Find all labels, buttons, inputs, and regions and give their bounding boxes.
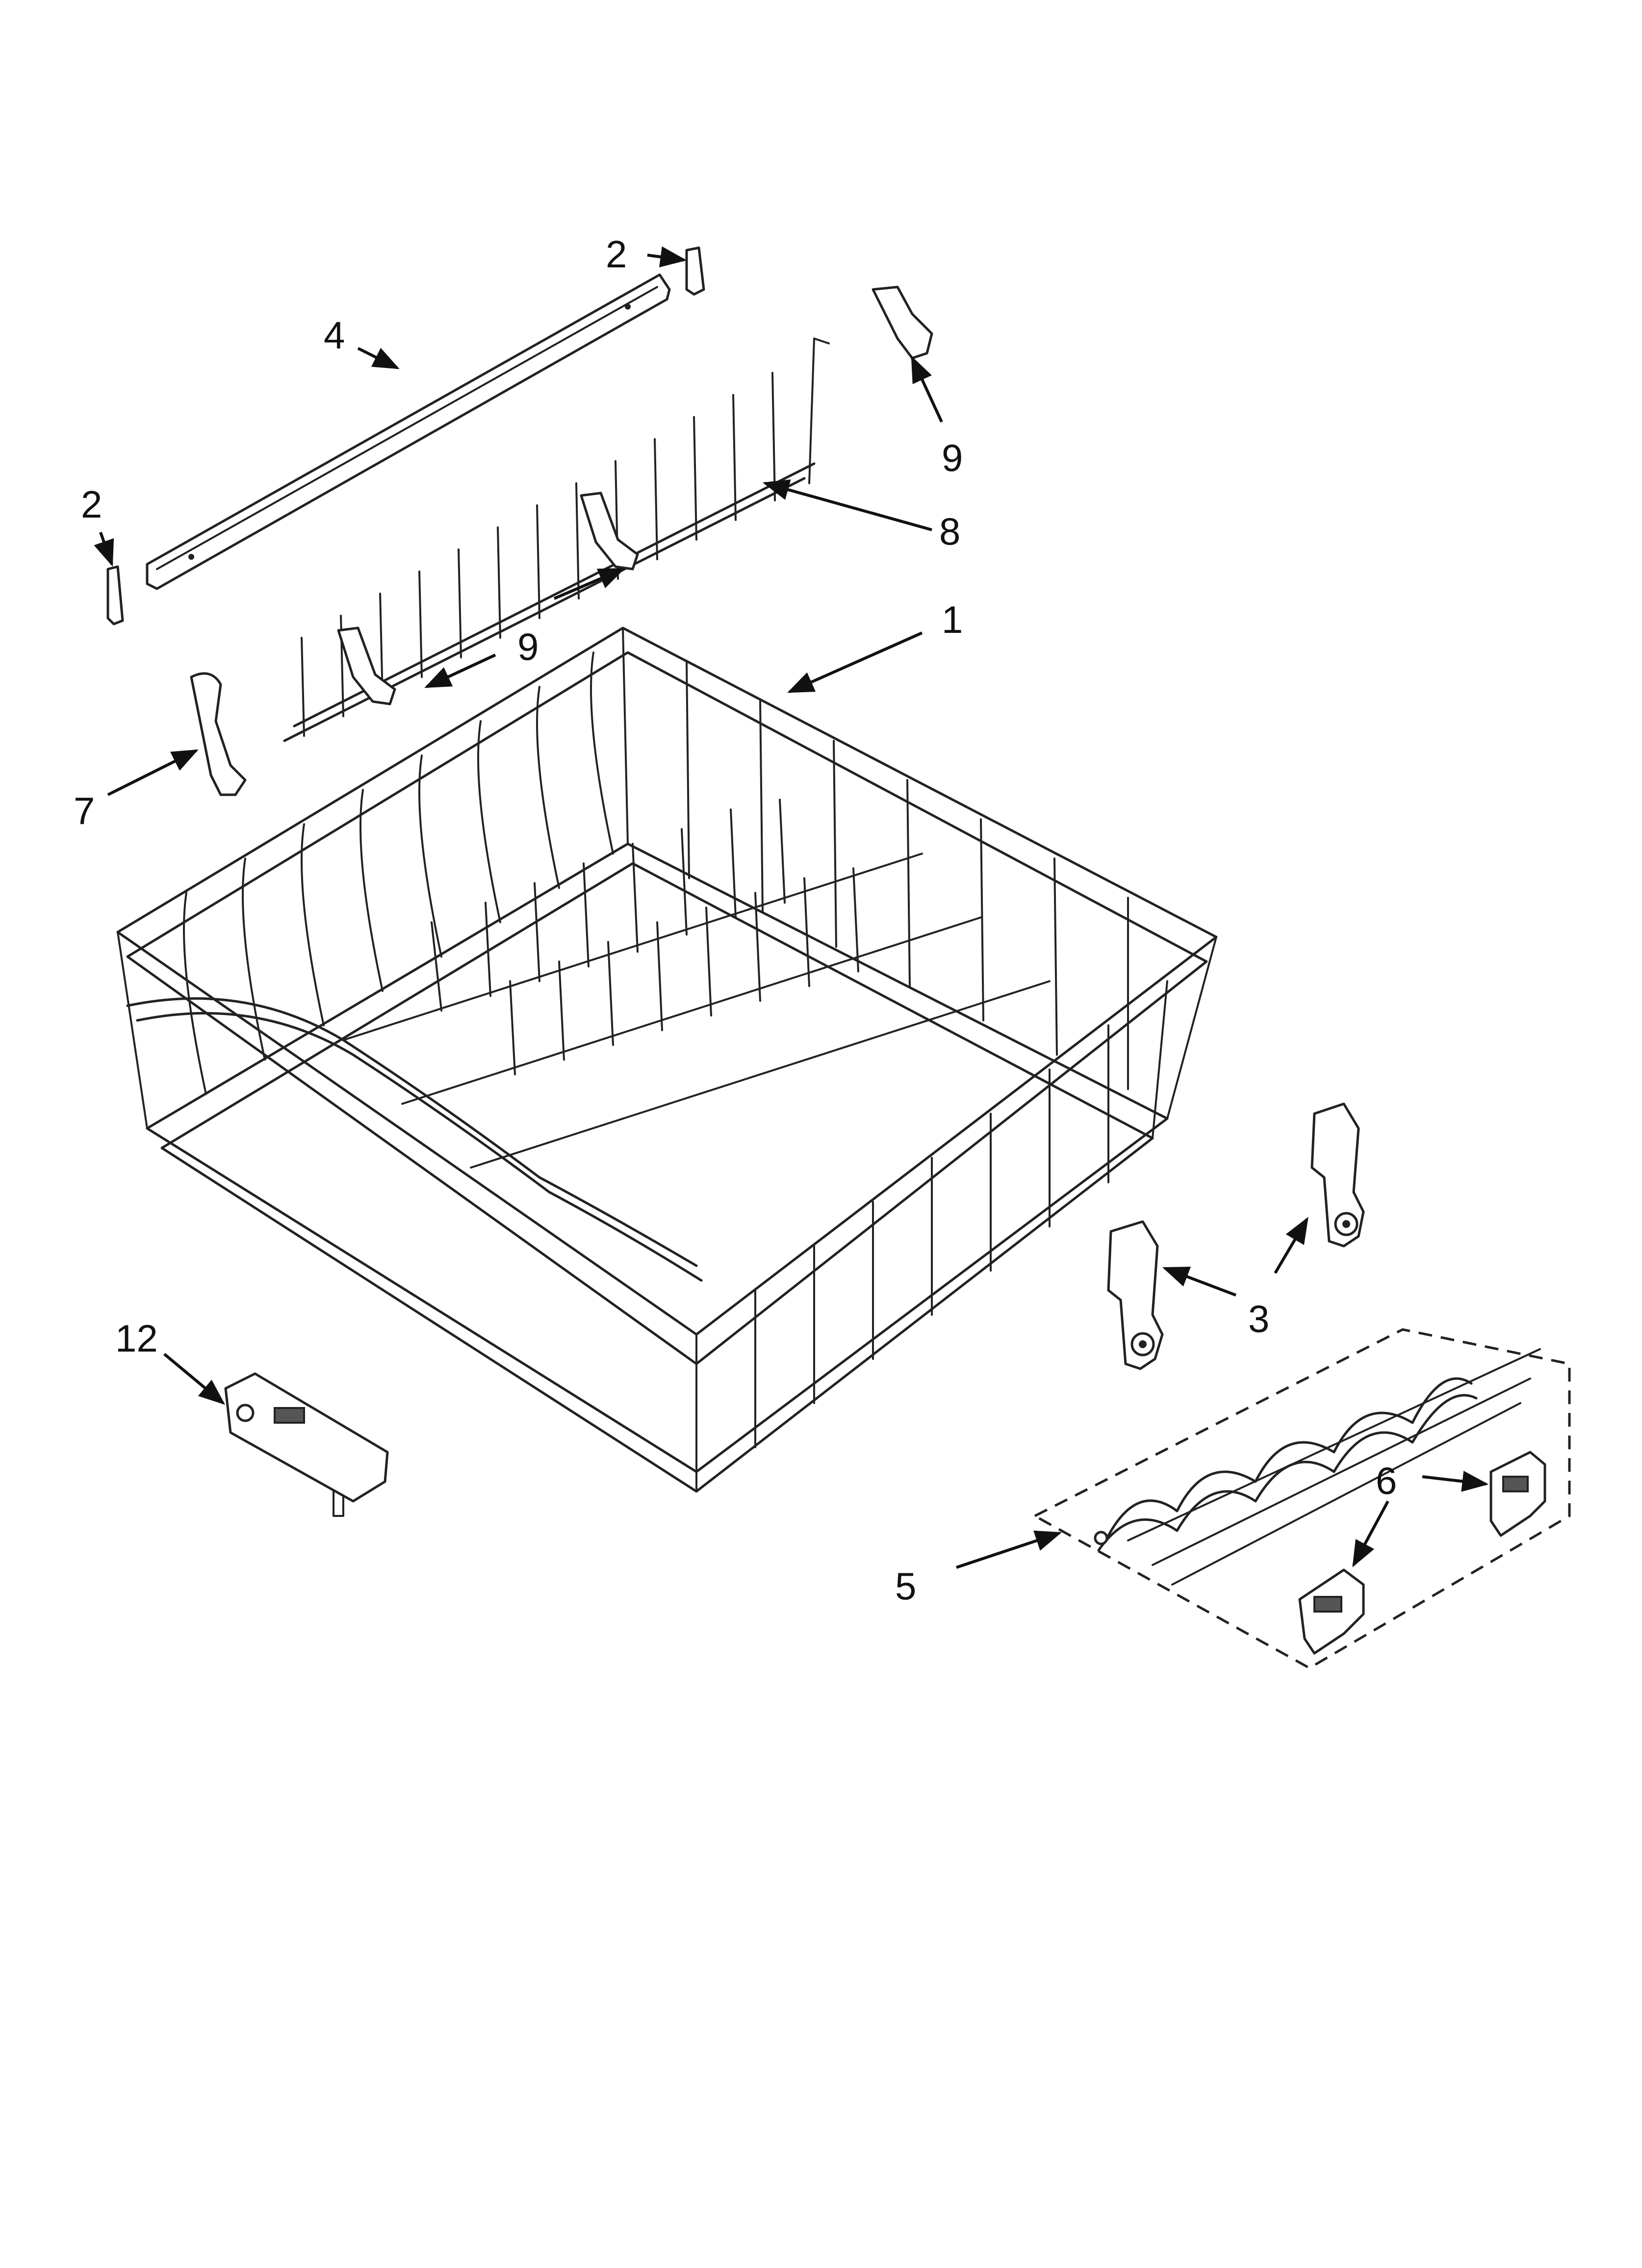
- callout-7: 7: [74, 789, 95, 833]
- latch-part: [224, 1372, 389, 1517]
- leader-9-right: [553, 568, 625, 600]
- callout-9-top: 9: [942, 436, 963, 479]
- callout-3: 3: [1248, 1297, 1269, 1340]
- callout-2-top: 2: [606, 233, 627, 276]
- leader-2-top: [647, 246, 687, 267]
- callout-8: 8: [939, 510, 960, 553]
- end-cap-part-top: [685, 246, 705, 296]
- callout-labels: 2 2 4 9 8 1 9 7 12 3 6 5: [74, 233, 1397, 1608]
- leader-4: [357, 347, 400, 369]
- upper-rack-part: [116, 626, 1218, 1493]
- clip-part-lower: [337, 626, 396, 705]
- leader-lines: [94, 246, 1489, 1569]
- leader-1: [787, 631, 923, 693]
- callout-4: 4: [324, 313, 345, 357]
- shelf-clip-part-right: [1489, 1451, 1546, 1537]
- leader-12: [163, 1353, 226, 1405]
- wheel-assembly-part-upper: [1310, 1102, 1365, 1248]
- callout-2-left: 2: [81, 483, 102, 526]
- callout-6: 6: [1376, 1459, 1397, 1502]
- clip-part-middle: [580, 492, 639, 571]
- leader-2-left: [94, 531, 114, 567]
- leader-8: [762, 479, 932, 531]
- callout-9-middle: 9: [517, 625, 539, 668]
- end-cap-part-left: [106, 565, 124, 626]
- handle-part: [190, 672, 247, 796]
- leader-5: [956, 1530, 1062, 1569]
- leader-9-top: [911, 356, 943, 423]
- leader-9-left: [424, 653, 496, 688]
- clip-part-top: [872, 286, 933, 360]
- callout-1: 1: [942, 598, 963, 641]
- leader-3-right: [1274, 1217, 1308, 1274]
- leader-3-left: [1162, 1267, 1237, 1297]
- leader-7: [107, 749, 199, 796]
- wheel-assembly-part-lower: [1107, 1220, 1164, 1370]
- callout-12: 12: [115, 1317, 158, 1360]
- shelf-clip-part-left: [1298, 1568, 1365, 1655]
- leader-6-left: [1352, 1500, 1389, 1567]
- rack-rail-part: [146, 273, 671, 590]
- leader-6-right: [1422, 1470, 1489, 1492]
- cup-shelf-part: [1034, 1328, 1571, 1669]
- callout-5: 5: [895, 1564, 916, 1608]
